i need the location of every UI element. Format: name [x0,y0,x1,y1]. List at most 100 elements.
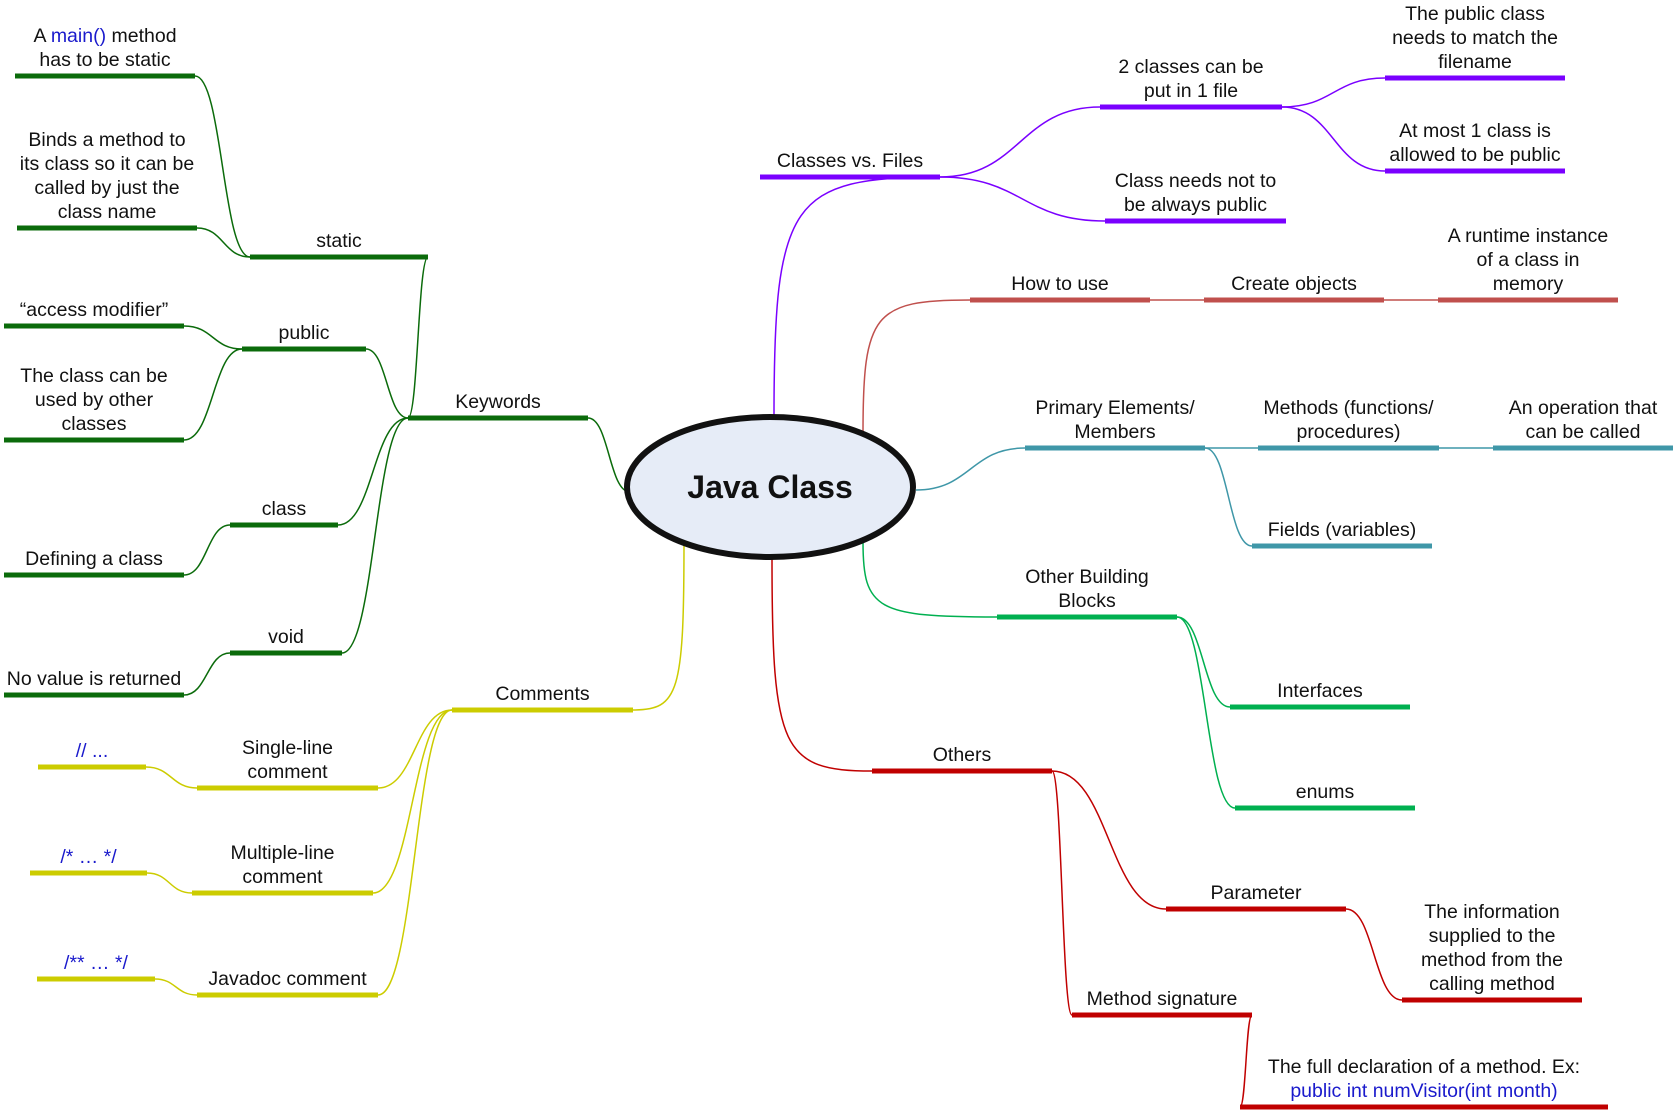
label-param-info-line-3-seg-0: calling method [1429,973,1555,995]
label-two-classes-line-0-seg-0: 2 classes can be [1118,56,1263,78]
bar-fields [1252,543,1432,549]
bar-static-main [15,73,195,79]
label-param-info-line-1-seg-0: supplied to the [1429,925,1556,947]
bar-operation [1493,445,1673,451]
label-static: static [316,230,362,252]
label-others: Others [933,744,992,766]
connector-how-to-use [862,299,971,434]
label-methods-line-1-seg-0: procedures) [1296,421,1400,443]
bar-single-line [197,785,378,791]
connector-not-always-public [939,176,1106,222]
label-javadoc-line-0-seg-0: Javadoc comment [208,968,367,990]
connector-no-value [183,652,231,696]
bar-others [872,768,1052,774]
label-access-modifier: “access modifier” [20,299,168,321]
label-create-objects-line-0-seg-0: Create objects [1231,273,1357,295]
label-javadoc: Javadoc comment [208,968,367,990]
bar-comments [452,707,633,713]
label-no-value-line-0-seg-0: No value is returned [7,668,182,690]
bar-static [250,254,428,260]
label-primary-elements-line-1-seg-0: Members [1074,421,1156,443]
connector-defining-class [183,524,231,576]
label-match-filename-line-1-seg-0: needs to match the [1392,27,1558,49]
connector-at-most-one [1281,106,1386,172]
bar-access-modifier [4,323,184,329]
connector-static-main [194,75,251,258]
node-bar-layer [4,73,1673,1110]
connector-others [771,558,873,772]
bar-keywords [408,415,588,421]
label-full-declaration-line-0-seg-0: The full declaration of a method. Ex: [1268,1056,1580,1078]
connector-fields [1204,447,1253,547]
bar-public-used [4,437,184,443]
connector-single-code [145,766,198,789]
connector-method-signature [1051,770,1073,1016]
label-runtime-instance-line-2-seg-0: memory [1493,273,1564,295]
label-method-signature-line-0-seg-0: Method signature [1087,988,1238,1010]
bar-method-signature [1072,1012,1252,1018]
bar-create-objects [1204,297,1384,303]
label-static-binds-line-0-seg-0: Binds a method to [28,129,185,151]
label-keywords: Keywords [455,391,541,413]
label-fields: Fields (variables) [1268,519,1416,541]
label-other-building-line-1-seg-0: Blocks [1058,590,1116,612]
label-parameter: Parameter [1210,882,1302,904]
label-public-used-line-0-seg-0: The class can be [20,365,167,387]
label-static-main-line-1-seg-0: has to be static [39,49,170,71]
connector-enums [1176,616,1236,809]
bar-how-to-use [970,297,1150,303]
connector-full-declaration [1239,1014,1253,1108]
connector-static [407,256,429,419]
connector-access-modifier [183,325,243,350]
bar-full-declaration [1240,1104,1608,1110]
connector-single-line [377,709,453,789]
label-static-binds-line-2-seg-0: called by just the [34,177,179,199]
connector-param-info [1345,908,1403,1001]
label-comments-line-0-seg-0: Comments [495,683,590,705]
connector-primary-elements [915,447,1026,491]
connector-comments [632,539,685,711]
bar-void [230,650,342,656]
label-class-kw-line-0-seg-0: class [262,498,307,520]
label-no-value: No value is returned [7,668,182,690]
label-how-to-use: How to use [1011,273,1109,295]
label-not-always-public-line-0-seg-0: Class needs not to [1115,170,1277,192]
label-class-kw: class [262,498,307,520]
label-comments: Comments [495,683,590,705]
label-defining-class: Defining a class [25,548,163,570]
label-single-line-line-0-seg-0: Single-line [242,737,333,759]
label-javadoc-code: /** … */ [64,952,129,974]
label-static-binds-line-1-seg-0: its class so it can be [20,153,195,175]
bar-methods [1258,445,1439,451]
label-full-declaration-line-1-seg-0: public int numVisitor(int month) [1290,1080,1557,1102]
label-multi-line-line-1-seg-0: comment [242,866,323,888]
bar-not-always-public [1105,218,1286,224]
label-void-line-0-seg-0: void [268,626,304,648]
label-keywords-line-0-seg-0: Keywords [455,391,541,413]
center-ellipse [624,414,916,560]
bar-runtime-instance [1438,297,1618,303]
connector-public [365,348,409,419]
label-multi-line-line-0-seg-0: Multiple-line [230,842,334,864]
bar-javadoc [197,992,378,998]
label-public-used-line-2-seg-0: classes [61,413,126,435]
label-others-line-0-seg-0: Others [933,744,992,766]
connector-other-building [862,541,998,618]
connector-classes-files [773,176,941,417]
bar-classes-files [760,174,940,180]
label-access-modifier-line-0-seg-0: “access modifier” [20,299,168,321]
connector-static-binds [196,227,251,258]
label-single-line-line-1-seg-0: comment [247,761,328,783]
bar-interfaces [1230,704,1410,710]
